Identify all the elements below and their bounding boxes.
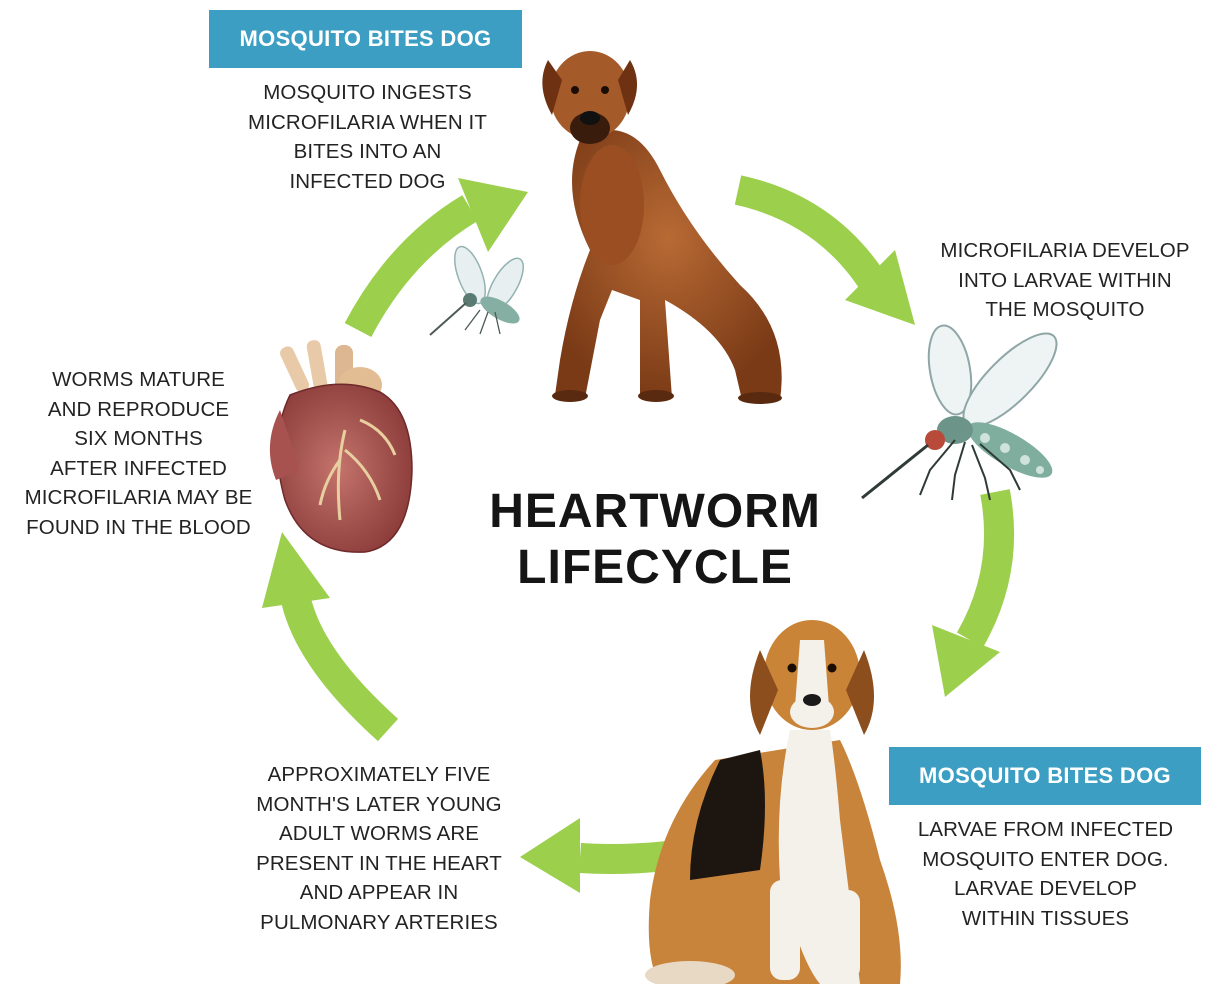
caption-line: MICROFILARIA MAY BE — [6, 483, 271, 513]
title-line-2: LIFECYCLE — [440, 540, 870, 596]
stage-bottom-left-caption: APPROXIMATELY FIVE MONTH'S LATER YOUNG A… — [228, 760, 530, 937]
stage-top-banner: MOSQUITO BITES DOG — [209, 10, 522, 68]
caption-line: PRESENT IN THE HEART — [228, 849, 530, 879]
caption-line: MOSQUITO INGESTS — [200, 78, 535, 108]
caption-line: AND REPRODUCE — [6, 395, 271, 425]
caption-line: LARVAE DEVELOP — [883, 874, 1208, 904]
caption-line: WITHIN TISSUES — [883, 904, 1208, 934]
caption-line: MONTH'S LATER YOUNG — [228, 790, 530, 820]
caption-line: MICROFILARIA WHEN IT — [200, 108, 535, 138]
caption-line: MOSQUITO ENTER DOG. — [883, 845, 1208, 875]
stage-bottom-right-caption: LARVAE FROM INFECTED MOSQUITO ENTER DOG.… — [883, 815, 1208, 933]
caption-line: PULMONARY ARTERIES — [228, 908, 530, 938]
caption-line: LARVAE FROM INFECTED — [883, 815, 1208, 845]
caption-line: THE MOSQUITO — [915, 295, 1214, 325]
caption-line: AND APPEAR IN — [228, 878, 530, 908]
stage-bottom-right-banner: MOSQUITO BITES DOG — [889, 747, 1201, 805]
caption-line: INFECTED DOG — [200, 167, 535, 197]
caption-line: APPROXIMATELY FIVE — [228, 760, 530, 790]
stage-top-caption: MOSQUITO INGESTS MICROFILARIA WHEN IT BI… — [200, 78, 535, 196]
caption-line: MICROFILARIA DEVELOP — [915, 236, 1214, 266]
title-line-1: HEARTWORM — [440, 484, 870, 540]
caption-line: BITES INTO AN — [200, 137, 535, 167]
caption-line: WORMS MATURE — [6, 365, 271, 395]
caption-line: AFTER INFECTED — [6, 454, 271, 484]
stage-right-caption: MICROFILARIA DEVELOP INTO LARVAE WITHIN … — [915, 236, 1214, 325]
caption-line: INTO LARVAE WITHIN — [915, 266, 1214, 296]
caption-line: FOUND IN THE BLOOD — [6, 513, 271, 543]
caption-line: SIX MONTHS — [6, 424, 271, 454]
diagram-title: HEARTWORM LIFECYCLE — [440, 484, 870, 596]
stage-left-caption: WORMS MATURE AND REPRODUCE SIX MONTHS AF… — [6, 365, 271, 542]
caption-line: ADULT WORMS ARE — [228, 819, 530, 849]
